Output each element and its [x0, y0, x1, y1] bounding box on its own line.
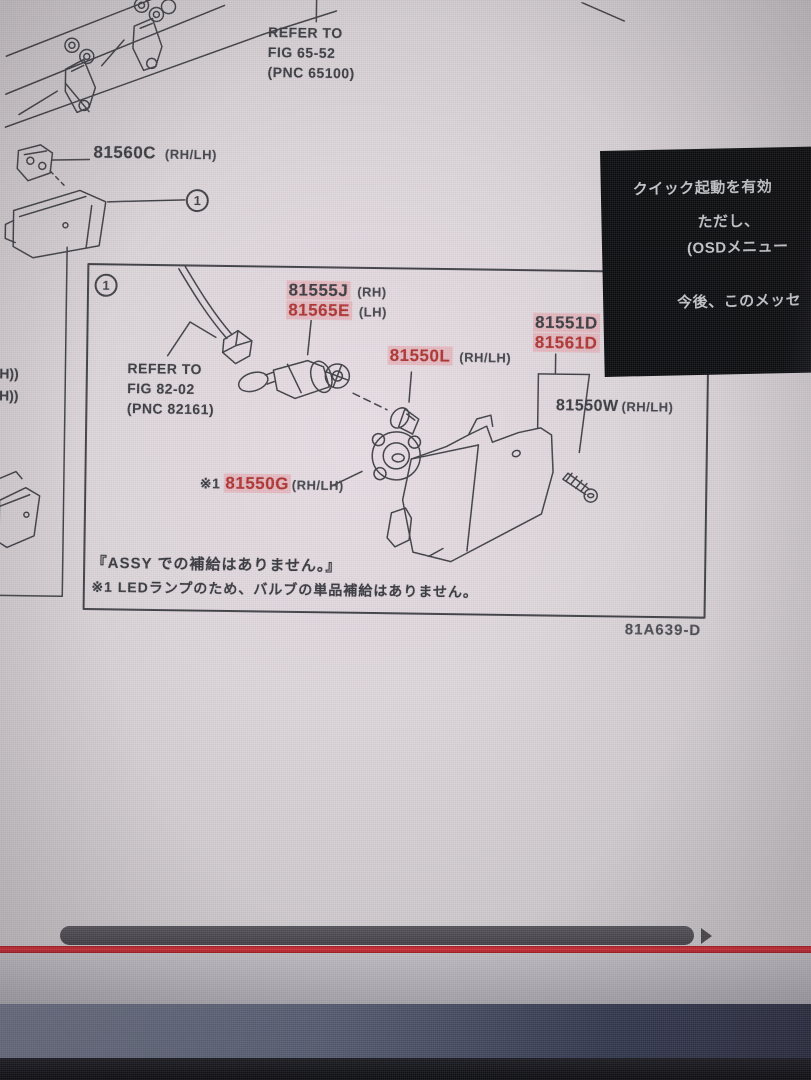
refer-note-top: REFER TO FIG 65-52 (PNC 65100)	[267, 24, 355, 82]
red-divider-line	[0, 946, 811, 953]
scrollbar-right-arrow-icon[interactable]	[701, 928, 712, 944]
figure-code: 81A639-D	[624, 621, 702, 640]
note-assy: 『ASSY での補給はありません。』	[91, 554, 342, 576]
chassis-sketch	[4, 0, 626, 129]
bulb-81550L-sketch	[389, 371, 420, 435]
main-figure-box	[82, 263, 711, 619]
osd-line-4: 今後、このメッセ	[677, 291, 802, 312]
part-label-81561D: 81561D	[532, 332, 600, 353]
part-label-81551D: 81551D	[532, 312, 600, 333]
parts-diagram-lineart	[0, 0, 711, 619]
part-label-81555J: 81555J(RH)	[286, 280, 387, 301]
part-label-81560C: 81560C(RH/LH)	[93, 142, 217, 163]
part-label-81550W: 81550W(RH/LH)	[555, 397, 674, 415]
osd-line-2: ただし、	[697, 212, 760, 231]
wire-harness-sketch	[166, 265, 253, 365]
osd-line-1: クイック起動を有効	[632, 178, 773, 199]
osd-line-3: (OSDメニュー	[686, 238, 789, 258]
leader-bracket	[536, 353, 591, 454]
refer-note-mid: REFER TO FIG 82-02 (PNC 82161)	[126, 360, 215, 418]
screw-sketch	[562, 472, 598, 503]
left-figure-box	[0, 246, 68, 597]
horizontal-scrollbar-thumb[interactable]	[60, 926, 694, 945]
bulb-socket-sketch	[237, 319, 388, 411]
edge-label-1: H))	[0, 365, 19, 382]
edge-label-2: H))	[0, 387, 19, 404]
side-marker-sketch	[4, 144, 186, 259]
socket-81550G-sketch	[331, 431, 422, 487]
parts-diagram-area: REFER TO FIG 65-52 (PNC 65100) 81560C(RH…	[0, 0, 711, 640]
monitor-bezel	[0, 1058, 811, 1080]
part-label-81550L: 81550L(RH/LH)	[387, 345, 512, 366]
lamp-housing-sketch	[386, 414, 554, 563]
part-label-81565E: 81565E(LH)	[286, 300, 387, 321]
window-bottom-band	[0, 953, 811, 1004]
osd-popup: クイック起動を有効 ただし、 (OSDメニュー 今後、このメッセ	[600, 146, 811, 377]
